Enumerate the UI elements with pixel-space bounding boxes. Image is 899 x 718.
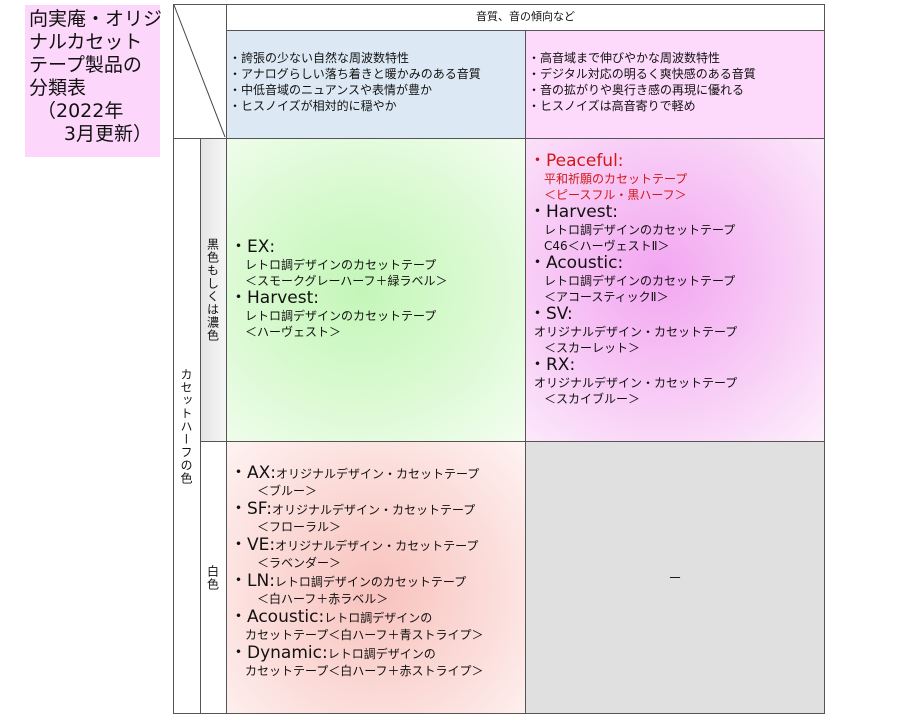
product-entry: ・AX:オリジナルデザイン・カセットテープ ＜ブルー＞ bbox=[230, 463, 525, 499]
product-desc: オリジナルデザイン・カセットテープ bbox=[534, 325, 738, 339]
dark-label-text: 黒色もしくは濃色 bbox=[205, 237, 220, 342]
product-name: ・Harvest: bbox=[230, 288, 319, 308]
product-desc: レトロ調デザインのカセットテープ bbox=[245, 258, 437, 272]
product-detail: カセットテープ＜白ハーフ＋赤ストライプ＞ bbox=[245, 664, 484, 678]
product-entry: ・Acoustic: レトロ調デザインのカセットテープ ＜アコースティックⅡ＞ bbox=[529, 254, 825, 305]
bright-tone-features: ・高音域まで伸びやかな周波数特性 ・デジタル対応の明るく爽快感のある音質 ・音の… bbox=[525, 30, 825, 138]
diagonal-line bbox=[173, 4, 226, 138]
product-detail: ＜スカイブルー＞ bbox=[544, 392, 641, 406]
white-label-text: 白色 bbox=[205, 564, 220, 591]
classification-table: 音質、音の傾向など ・誇張の少ない自然な周波数特性 ・アナログらしい落ち着きと暖… bbox=[173, 4, 825, 714]
product-desc: レトロ調デザインのカセットテープ bbox=[245, 309, 437, 323]
feature-item: ・音の拡がりや奥行き感の再現に優れる bbox=[528, 83, 745, 97]
feature-item: ・中低音域のニュアンスや表情が豊か bbox=[229, 83, 433, 97]
product-name: ・VE: bbox=[230, 535, 276, 555]
product-desc: レトロ調デザインの bbox=[327, 647, 436, 661]
natural-tone-features: ・誇張の少ない自然な周波数特性 ・アナログらしい落ち着きと暖かみのある音質 ・中… bbox=[226, 30, 525, 138]
feature-item: ・ヒスノイズが相対的に穏やか bbox=[229, 99, 397, 113]
title-line: 向実庵・オリジ bbox=[29, 8, 163, 30]
product-detail: C46＜ハーヴェストⅡ＞ bbox=[544, 239, 670, 253]
tone-header-label: 音質、音の傾向など bbox=[476, 10, 575, 23]
tone-header: 音質、音の傾向など bbox=[226, 4, 825, 30]
product-entry: ・Harvest: レトロ調デザインのカセットテープ C46＜ハーヴェストⅡ＞ bbox=[529, 203, 825, 254]
product-name: ・Harvest: bbox=[529, 202, 618, 222]
product-name: ・Acoustic: bbox=[529, 253, 624, 273]
grid-line bbox=[200, 441, 825, 442]
product-entry: ・Acoustic:レトロ調デザインの カセットテープ＜白ハーフ＋青ストライプ＞ bbox=[230, 607, 525, 643]
product-name: ・RX: bbox=[529, 355, 576, 375]
feature-item: ・アナログらしい落ち着きと暖かみのある音質 bbox=[229, 67, 481, 81]
product-name: ・AX: bbox=[230, 463, 277, 483]
corner-cell bbox=[173, 4, 226, 138]
product-detail: ＜ブルー＞ bbox=[257, 484, 318, 498]
side-label-text: カセットハーフの色 bbox=[179, 367, 193, 485]
product-entry: ・LN:レトロ調デザインのカセットテープ ＜白ハーフ＋赤ラベル＞ bbox=[230, 571, 525, 607]
product-name: ・SV: bbox=[529, 304, 573, 324]
dark-natural-cell: ・EX: レトロ調デザインのカセットテープ ＜スモークグレーハーフ＋緑ラベル＞ … bbox=[226, 138, 525, 441]
product-detail: ＜アコースティックⅡ＞ bbox=[544, 290, 669, 304]
product-desc: オリジナルデザイン・カセットテープ bbox=[534, 376, 738, 390]
feature-item: ・高音域まで伸びやかな周波数特性 bbox=[528, 51, 721, 65]
product-detail: ＜ラベンダー＞ bbox=[257, 556, 342, 570]
table-title: 向実庵・オリジ ナルカセット テープ製品の 分類表 （2022年 3月更新） bbox=[25, 5, 163, 157]
title-line: 3月更新） bbox=[63, 123, 152, 145]
grid-line bbox=[226, 4, 227, 714]
title-line: （2022年 bbox=[37, 100, 124, 122]
grid-line bbox=[173, 4, 825, 5]
white-bright-cell-empty: － bbox=[525, 441, 825, 714]
feature-item: ・ヒスノイズは高音寄りで軽め bbox=[528, 99, 696, 113]
product-desc: レトロ調デザインのカセットテープ bbox=[274, 575, 467, 589]
product-entry: ・Harvest: レトロ調デザインのカセットテープ ＜ハーヴェスト＞ bbox=[230, 289, 525, 340]
feature-item: ・デジタル対応の明るく爽快感のある音質 bbox=[528, 67, 756, 81]
product-detail: ＜ピースフル・黒ハーフ＞ bbox=[544, 188, 687, 202]
product-entry: ・VE:オリジナルデザイン・カセットテープ ＜ラベンダー＞ bbox=[230, 535, 525, 571]
product-desc: オリジナルデザイン・カセットテープ bbox=[275, 539, 479, 553]
product-detail: ＜白ハーフ＋赤ラベル＞ bbox=[257, 592, 389, 606]
product-detail: ＜スカーレット＞ bbox=[544, 341, 641, 355]
product-entry: ・SF:オリジナルデザイン・カセットテープ ＜フローラル＞ bbox=[230, 499, 525, 535]
grid-line bbox=[173, 4, 174, 714]
title-line: テープ製品の bbox=[29, 54, 142, 76]
product-entry: ・RX: オリジナルデザイン・カセットテープ ＜スカイブルー＞ bbox=[529, 356, 825, 407]
grid-line bbox=[824, 4, 825, 714]
product-name: ・LN: bbox=[230, 571, 275, 591]
product-detail: ＜スモークグレーハーフ＋緑ラベル＞ bbox=[245, 274, 448, 288]
white-natural-cell: ・AX:オリジナルデザイン・カセットテープ ＜ブルー＞ ・SF:オリジナルデザイ… bbox=[226, 441, 525, 714]
product-desc: レトロ調デザインのカセットテープ bbox=[544, 223, 736, 237]
product-detail: ＜ハーヴェスト＞ bbox=[245, 325, 342, 339]
grid-line bbox=[173, 713, 825, 714]
product-detail: ＜フローラル＞ bbox=[257, 520, 342, 534]
product-name: ・Acoustic: bbox=[230, 607, 325, 627]
grid-line bbox=[200, 138, 201, 714]
product-desc: レトロ調デザインの bbox=[324, 611, 433, 625]
feature-item: ・誇張の少ない自然な周波数特性 bbox=[229, 51, 410, 65]
product-name: ・Dynamic: bbox=[230, 643, 328, 663]
product-desc: オリジナルデザイン・カセットテープ bbox=[276, 467, 480, 481]
product-desc: 平和祈願のカセットテープ bbox=[544, 172, 688, 186]
product-name: ・Peaceful: bbox=[529, 151, 624, 171]
dark-bright-cell: ・Peaceful: 平和祈願のカセットテープ ＜ピースフル・黒ハーフ＞ ・Ha… bbox=[525, 138, 825, 441]
grid-line bbox=[173, 138, 825, 139]
product-name: ・SF: bbox=[230, 499, 272, 519]
dark-color-label: 黒色もしくは濃色 bbox=[200, 138, 226, 441]
product-detail: カセットテープ＜白ハーフ＋青ストライプ＞ bbox=[245, 628, 484, 642]
empty-mark: － bbox=[668, 570, 682, 587]
product-entry: ・Peaceful: 平和祈願のカセットテープ ＜ピースフル・黒ハーフ＞ bbox=[529, 152, 825, 203]
product-name: ・EX: bbox=[230, 237, 276, 257]
product-entry: ・Dynamic:レトロ調デザインの カセットテープ＜白ハーフ＋赤ストライプ＞ bbox=[230, 643, 525, 679]
cassette-half-color-label: カセットハーフの色 bbox=[173, 138, 200, 714]
product-desc: オリジナルデザイン・カセットテープ bbox=[271, 503, 476, 517]
white-color-label: 白色 bbox=[200, 441, 226, 714]
product-desc: レトロ調デザインのカセットテープ bbox=[544, 274, 736, 288]
grid-line bbox=[525, 30, 526, 714]
product-entry: ・SV: オリジナルデザイン・カセットテープ ＜スカーレット＞ bbox=[529, 305, 825, 356]
title-line: ナルカセット bbox=[29, 31, 143, 53]
title-line: 分類表 bbox=[29, 77, 87, 99]
product-entry: ・EX: レトロ調デザインのカセットテープ ＜スモークグレーハーフ＋緑ラベル＞ bbox=[230, 238, 525, 289]
